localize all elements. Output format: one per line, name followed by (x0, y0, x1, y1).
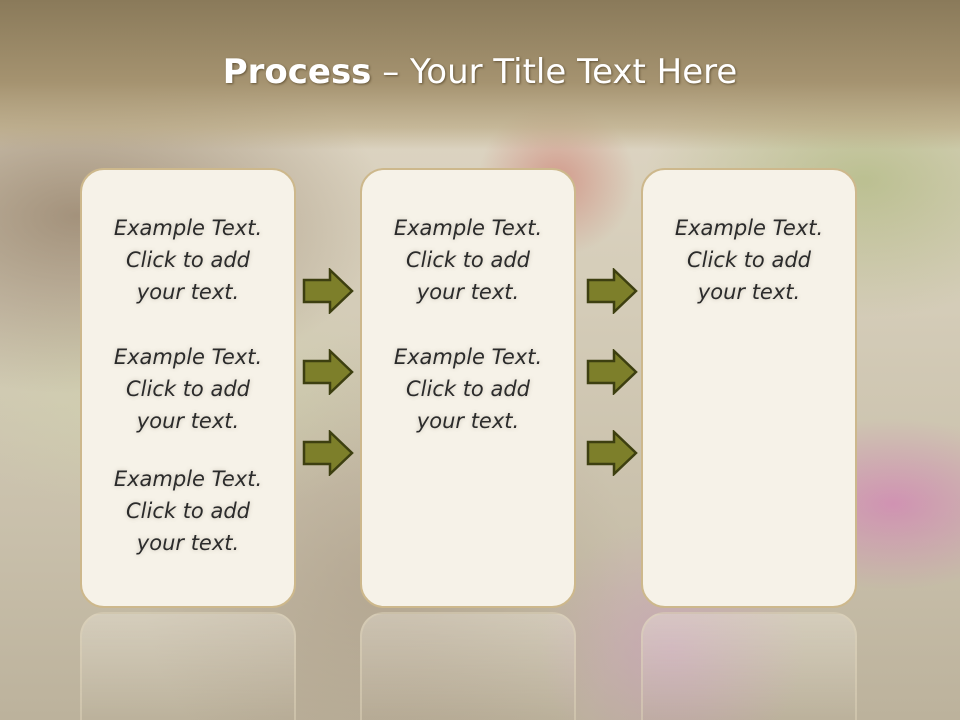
text-block[interactable]: Example Text. Click to add your text. (82, 212, 294, 308)
right-arrow-icon[interactable] (302, 349, 354, 395)
text-block[interactable]: Example Text. Click to add your text. (643, 212, 855, 308)
text-line: Example Text. (113, 345, 263, 369)
right-arrow-icon[interactable] (586, 268, 638, 314)
text-line: Click to add (686, 248, 811, 272)
text-block[interactable]: Example Text. Click to add your text. (362, 212, 574, 308)
process-panel-3[interactable]: Example Text. Click to add your text. (641, 168, 857, 608)
text-block[interactable]: Example Text. Click to add your text. (82, 341, 294, 437)
title-bar (0, 0, 960, 150)
text-line: Click to add (125, 248, 250, 272)
process-panel-2[interactable]: Example Text. Click to add your text. Ex… (360, 168, 576, 608)
text-line: your text. (697, 280, 801, 304)
right-arrow-icon[interactable] (586, 430, 638, 476)
text-line: Example Text. (393, 216, 543, 240)
right-arrow-icon[interactable] (302, 268, 354, 314)
text-line: your text. (136, 280, 240, 304)
text-line: your text. (416, 280, 520, 304)
panel-reflection (80, 612, 296, 720)
slide-title[interactable]: Process – Your Title Text Here (0, 52, 960, 92)
right-arrow-icon[interactable] (302, 430, 354, 476)
text-line: Example Text. (674, 216, 824, 240)
text-line: Example Text. (393, 345, 543, 369)
title-main: Process (222, 52, 372, 92)
title-rest: – Your Title Text Here (382, 52, 738, 92)
text-block[interactable]: Example Text. Click to add your text. (82, 463, 294, 559)
right-arrow-icon[interactable] (586, 349, 638, 395)
text-line: Example Text. (113, 467, 263, 491)
process-panel-1[interactable]: Example Text. Click to add your text. Ex… (80, 168, 296, 608)
text-line: Click to add (405, 248, 530, 272)
panel-reflection (360, 612, 576, 720)
text-line: Click to add (125, 377, 250, 401)
text-line: your text. (136, 409, 240, 433)
text-block[interactable]: Example Text. Click to add your text. (362, 341, 574, 437)
text-line: Click to add (405, 377, 530, 401)
text-line: Example Text. (113, 216, 263, 240)
text-line: your text. (136, 531, 240, 555)
text-line: Click to add (125, 499, 250, 523)
panel-reflection (641, 612, 857, 720)
text-line: your text. (416, 409, 520, 433)
